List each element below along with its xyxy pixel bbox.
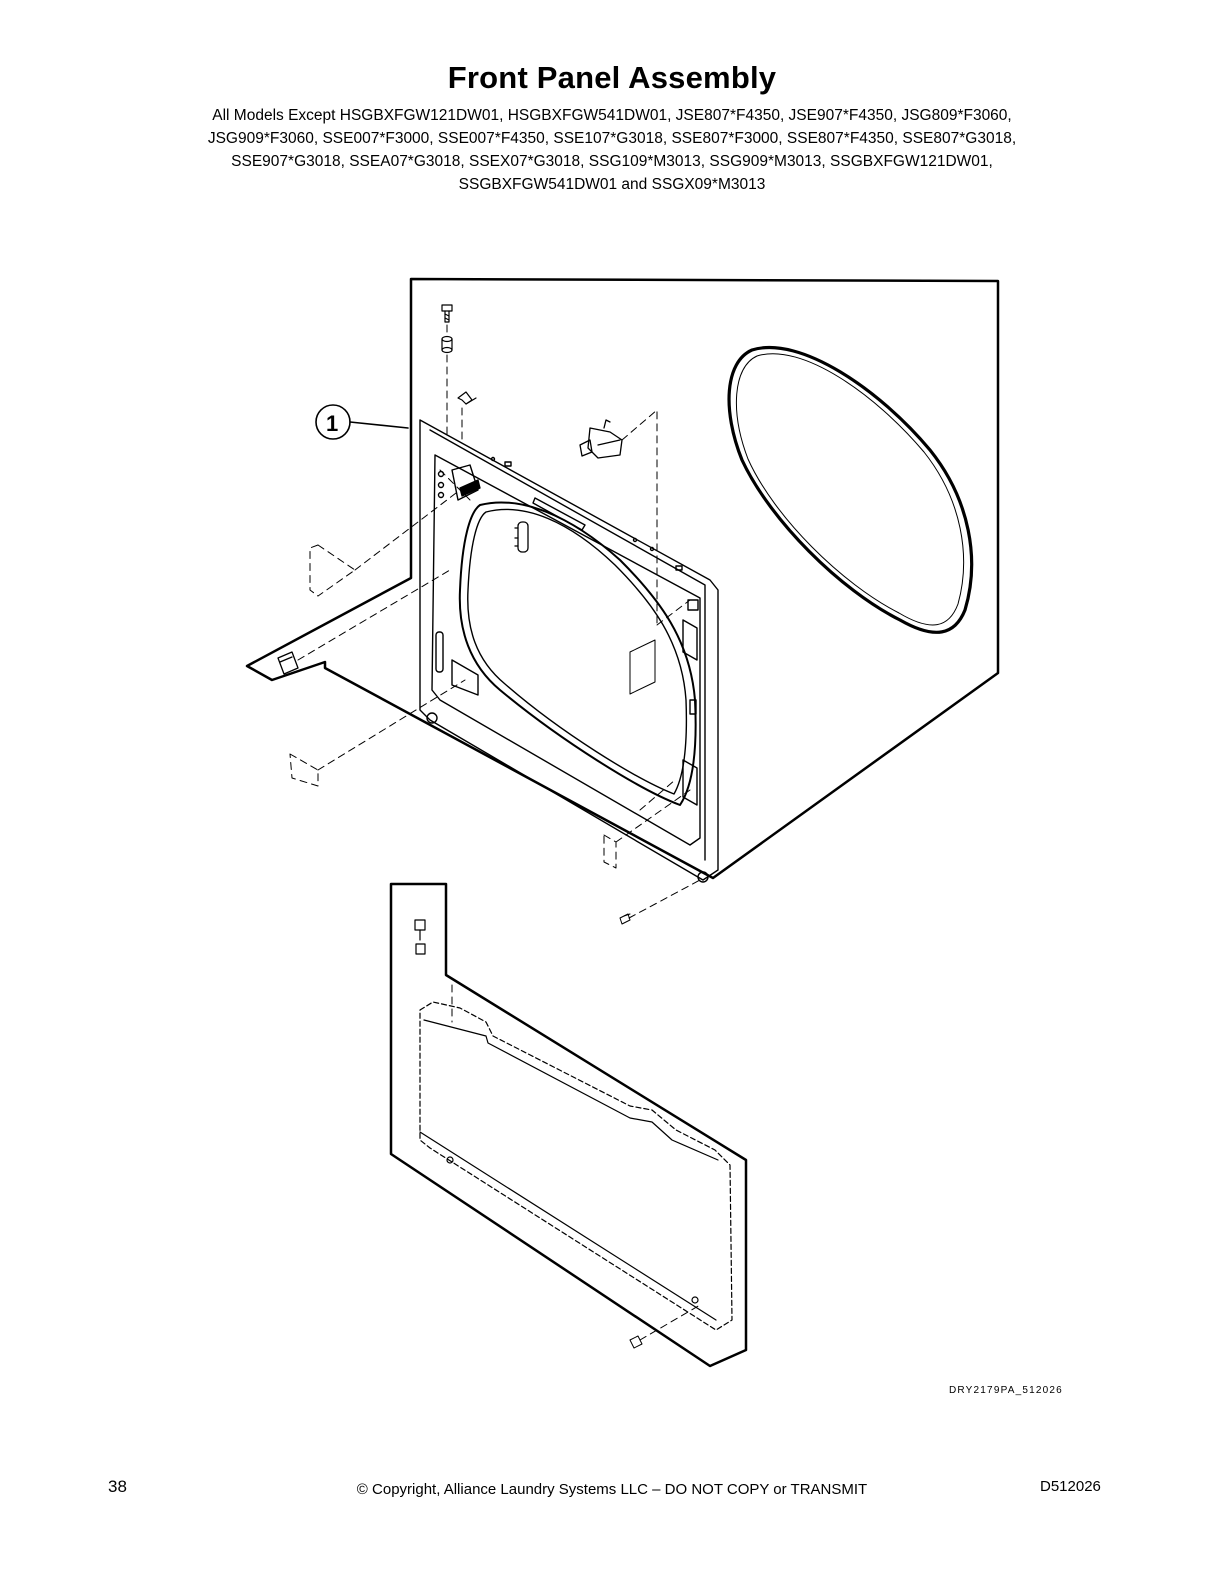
callout-1 <box>315 404 409 440</box>
door-switch <box>579 419 623 459</box>
figure-code: DRY2179PA_512026 <box>949 1385 1063 1396</box>
door-seal <box>727 345 974 634</box>
panel-screw <box>629 1335 643 1349</box>
model-list: All Models Except HSGBXFGW121DW01, HSGBX… <box>100 104 1124 196</box>
document-number: D512026 <box>1040 1478 1101 1495</box>
model-list-line: SSE907*G3018, SSEA07*G3018, SSEX07*G3018… <box>231 153 993 170</box>
page-number: 38 <box>108 1477 127 1496</box>
panel-screw <box>619 913 631 925</box>
front-panel-assembly <box>419 419 719 883</box>
page-title: Front Panel Assembly <box>447 60 777 95</box>
door-strike <box>459 479 481 497</box>
callout-1-label: 1 <box>326 411 338 436</box>
model-list-line: SSGBXFGW541DW01 and SSGX09*M3013 <box>458 176 766 193</box>
door-latch <box>277 651 299 675</box>
model-list-line: JSG909*F3060, SSE007*F3000, SSE007*F4350… <box>207 130 1017 147</box>
hinge-bracket <box>514 521 529 553</box>
clip <box>457 391 477 405</box>
lower-panel-outline <box>389 882 748 1368</box>
model-list-line: All Models Except HSGBXFGW121DW01, HSGBX… <box>212 107 1012 124</box>
copyright-notice: © Copyright, Alliance Laundry Systems LL… <box>356 1481 868 1498</box>
spacer <box>441 335 453 354</box>
assembly-outline <box>245 277 1000 880</box>
tape-pad <box>629 639 656 695</box>
lower-panel-screw <box>414 919 426 955</box>
lower-panel <box>419 1001 733 1331</box>
screw <box>441 304 453 323</box>
